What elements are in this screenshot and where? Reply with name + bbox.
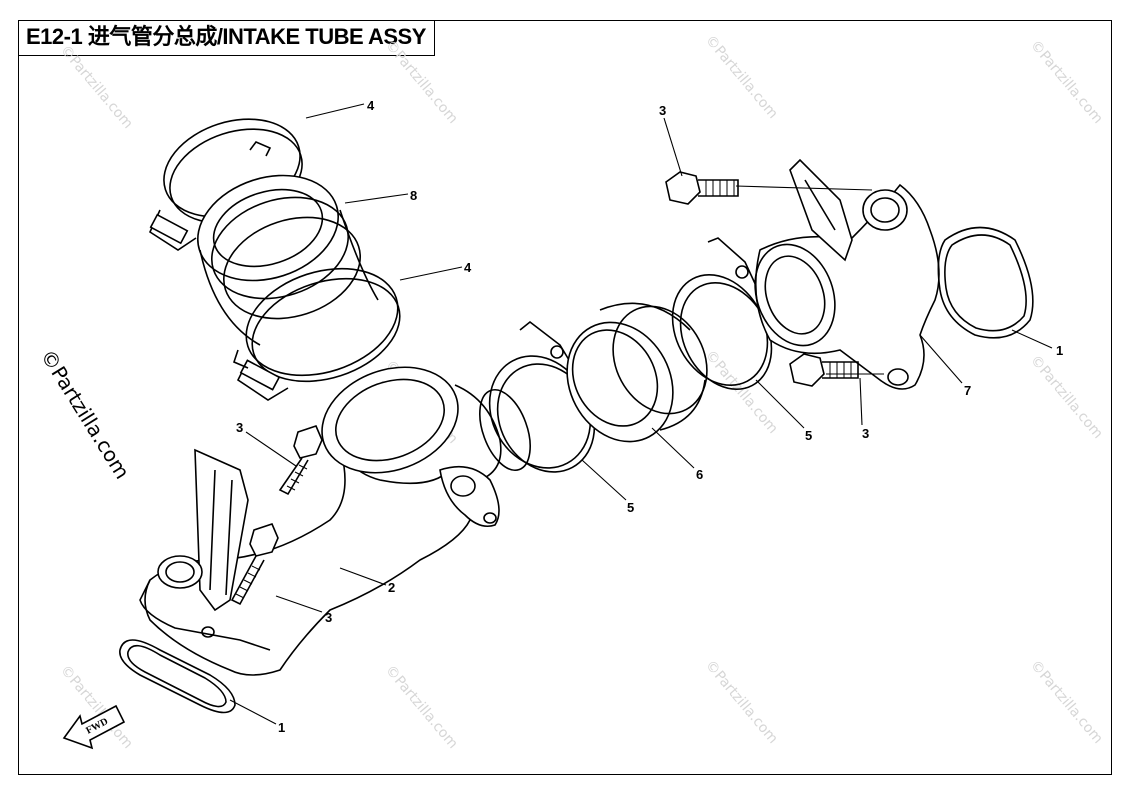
callout-3-right-upper: 3 bbox=[659, 103, 666, 118]
watermark: ©Partzilla.com bbox=[382, 662, 461, 752]
watermark: ©Partzilla.com bbox=[1027, 352, 1106, 442]
callout-3-left-upper: 3 bbox=[236, 420, 243, 435]
part-2-intake-tube bbox=[139, 366, 531, 676]
watermark: ©Partzilla.com bbox=[702, 347, 781, 437]
watermark: ©Partzilla.com bbox=[702, 32, 781, 122]
callout-6: 6 bbox=[696, 467, 703, 482]
callout-1-right: 1 bbox=[1056, 343, 1063, 358]
part-8-intake-boot bbox=[197, 174, 379, 346]
callout-4-upper: 4 bbox=[367, 98, 375, 113]
fwd-arrow: FWD bbox=[62, 704, 126, 750]
watermark: ©Partzilla.com bbox=[1027, 37, 1106, 127]
callout-4-lower: 4 bbox=[464, 260, 472, 275]
callout-3-right-lower: 3 bbox=[862, 426, 869, 441]
part-3-bolt-lower-left bbox=[230, 523, 279, 606]
callout-1-lower: 1 bbox=[278, 720, 285, 735]
callout-labels: 4 8 4 3 3 2 1 5 6 3 5 3 7 1 bbox=[236, 98, 1063, 735]
leader-lines bbox=[229, 103, 1053, 725]
part-1-right-gasket bbox=[937, 226, 1034, 339]
part-3-bolt-upper-right bbox=[665, 171, 739, 205]
watermark: ©Partzilla.com bbox=[1027, 657, 1106, 747]
part-3-bolt-upper-left bbox=[278, 425, 323, 496]
callout-7: 7 bbox=[964, 383, 971, 398]
part-1-lower-gasket bbox=[119, 639, 236, 714]
watermark: ©Partzilla.com bbox=[57, 42, 136, 132]
part-7-flange-tube bbox=[754, 158, 940, 390]
callout-3-left-lower: 3 bbox=[325, 610, 332, 625]
watermark: ©Partzilla.com bbox=[382, 37, 461, 127]
callout-5-left: 5 bbox=[627, 500, 634, 515]
part-6-rubber-joint bbox=[566, 302, 708, 443]
callout-2: 2 bbox=[388, 580, 395, 595]
part-3-bolt-lower-right bbox=[789, 353, 859, 387]
diagram-frame bbox=[18, 20, 1112, 775]
callout-5-right: 5 bbox=[805, 428, 812, 443]
diagram-title: E12-1 进气管分总成/INTAKE TUBE ASSY bbox=[18, 20, 435, 56]
watermark-large: ©Partzilla.com bbox=[36, 345, 135, 483]
part-4-lower-hose-clamp bbox=[233, 267, 401, 401]
watermark: ©Partzilla.com bbox=[702, 657, 781, 747]
callout-8: 8 bbox=[410, 188, 417, 203]
